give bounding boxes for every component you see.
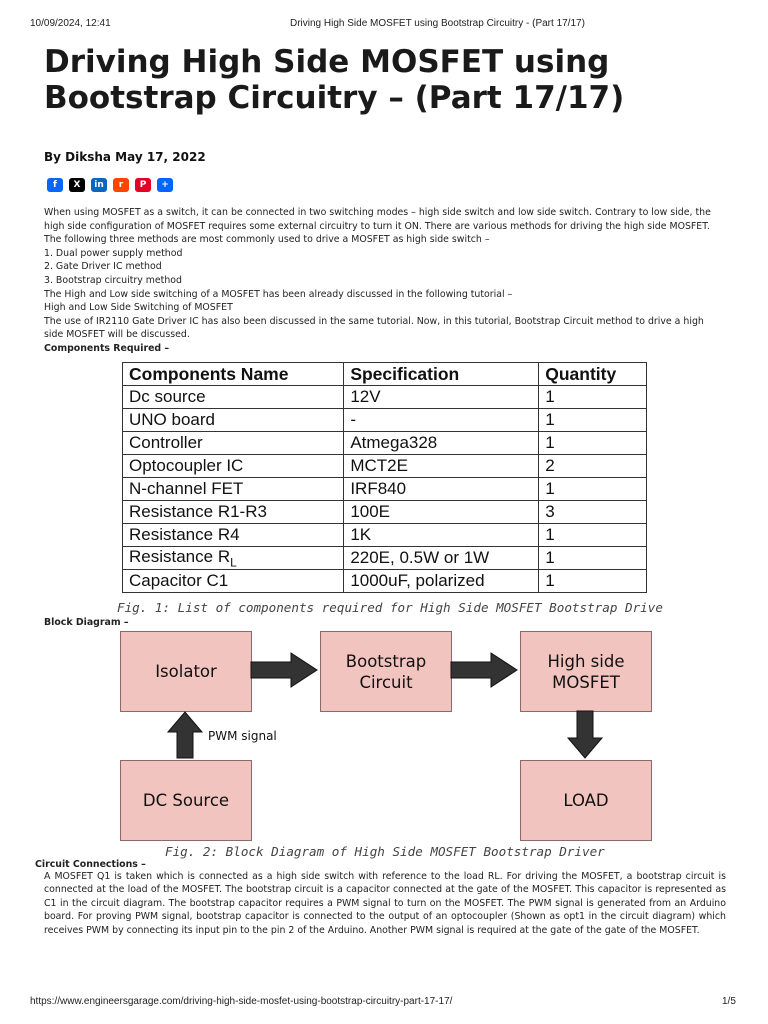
intro-paragraph: When using MOSFET as a switch, it can be… [44, 207, 711, 246]
x-icon[interactable]: X [69, 178, 85, 192]
fig2-caption: Fig. 2: Block Diagram of High Side MOSFE… [165, 844, 605, 859]
table-cell: Resistance R1-R3 [121, 500, 345, 524]
block-diagram-heading: Block Diagram – [44, 617, 129, 628]
arrow-isolator-bootstrap [250, 652, 318, 688]
pwm-signal-label: PWM signal [208, 729, 277, 743]
pinterest-icon[interactable]: P [135, 178, 151, 192]
table-cell: 1 [538, 523, 647, 547]
table-cell: Resistance RL [121, 545, 345, 571]
ir2110-note: The use of IR2110 Gate Driver IC has als… [44, 315, 704, 341]
load-block: LOAD [520, 760, 652, 841]
tutorial-note: The High and Low side switching of a MOS… [44, 288, 513, 300]
print-datetime: 10/09/2024, 12:41 [30, 18, 111, 29]
table-cell: 220E, 0.5W or 1W [343, 545, 540, 571]
facebook-icon[interactable]: f [47, 178, 63, 192]
article-title: Driving High Side MOSFET using Bootstrap… [44, 44, 625, 116]
arrow-dc-isolator [166, 711, 204, 759]
table-cell: Controller [121, 431, 345, 455]
isolator-block: Isolator [120, 631, 252, 712]
reddit-icon[interactable]: r [113, 178, 129, 192]
linkedin-icon[interactable]: in [91, 178, 107, 192]
components-table: Components Name Specification Quantity D… [121, 362, 647, 594]
table-cell: 1K [343, 523, 540, 547]
table-cell: 1 [538, 569, 647, 594]
table-cell: Dc source [121, 385, 345, 409]
table-cell: Capacitor C1 [121, 569, 345, 594]
method-item: 1. Dual power supply method [44, 247, 183, 259]
fig1-caption: Fig. 1: List of components required for … [117, 600, 663, 615]
table-cell: 1000uF, polarized [343, 569, 540, 594]
table-cell: IRF840 [343, 477, 540, 501]
table-cell: 1 [538, 385, 647, 409]
print-url: https://www.engineersgarage.com/driving-… [30, 996, 453, 1007]
print-page-number: 1/5 [722, 996, 736, 1007]
table-cell: Optocoupler IC [121, 454, 345, 478]
components-heading: Components Required – [44, 342, 170, 354]
table-cell: Atmega328 [343, 431, 540, 455]
table-cell: Resistance R4 [121, 523, 345, 547]
table-header: Quantity [538, 362, 647, 386]
arrow-bootstrap-mosfet [450, 652, 518, 688]
circuit-paragraph: A MOSFET Q1 is taken which is connected … [44, 871, 726, 936]
intro-section: When using MOSFET as a switch, it can be… [44, 206, 726, 356]
tutorial-link[interactable]: High and Low Side Switching of MOSFET [44, 302, 233, 314]
method-item: 2. Gate Driver IC method [44, 261, 162, 273]
bootstrap-block: Bootstrap Circuit [320, 631, 452, 712]
circuit-section: A MOSFET Q1 is taken which is connected … [44, 870, 726, 937]
circuit-connections-heading: Circuit Connections – [35, 859, 146, 870]
table-cell: 12V [343, 385, 540, 409]
print-page-title: Driving High Side MOSFET using Bootstrap… [290, 18, 585, 29]
dc-source-block: DC Source [120, 760, 252, 841]
share-plus-icon[interactable]: + [157, 178, 173, 192]
table-cell: 1 [538, 545, 647, 571]
method-item: 3. Bootstrap circuitry method [44, 274, 182, 286]
arrow-mosfet-load [566, 710, 604, 759]
table-header: Specification [343, 362, 540, 386]
mosfet-block: High side MOSFET [520, 631, 652, 712]
table-cell: 2 [538, 454, 647, 478]
table-cell: 3 [538, 500, 647, 524]
table-cell: 100E [343, 500, 540, 524]
byline: By Diksha May 17, 2022 [44, 150, 206, 164]
